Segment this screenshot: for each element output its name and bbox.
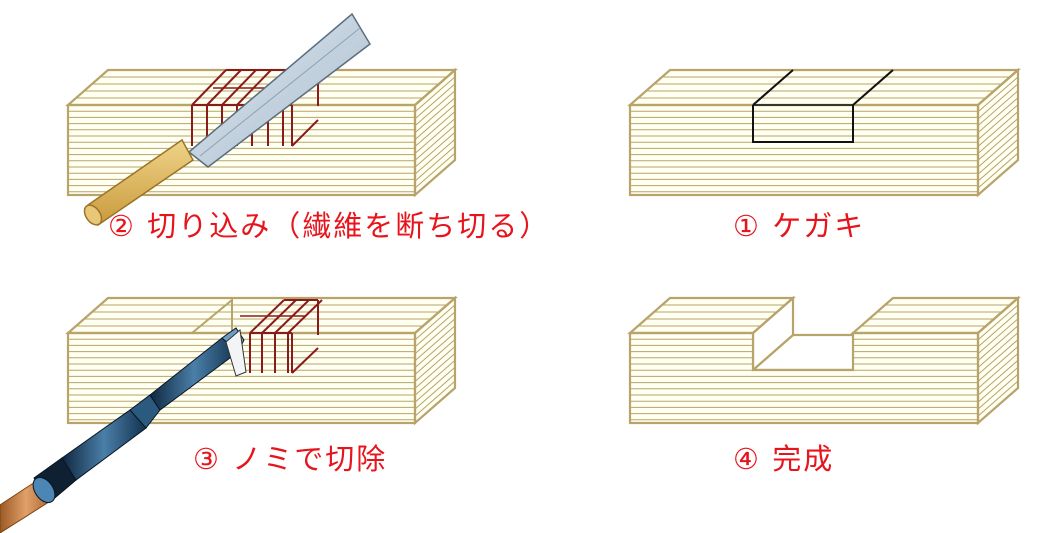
- wood-block-finished: [627, 295, 1021, 426]
- caption-step-4: ④ 完成: [733, 442, 835, 476]
- wood-block-saw-cut: [65, 67, 458, 198]
- chisel-icon: [0, 327, 247, 533]
- caption-step-3: ③ ノミで切除: [193, 442, 388, 476]
- saw-icon: [83, 12, 371, 227]
- caption-step-2: ② 切り込み（繊維を断ち切る）: [108, 209, 551, 243]
- caption-step-1: ① ケガキ: [733, 209, 866, 243]
- wood-block-marking: [627, 67, 1021, 198]
- wood-block-chisel: [65, 295, 458, 426]
